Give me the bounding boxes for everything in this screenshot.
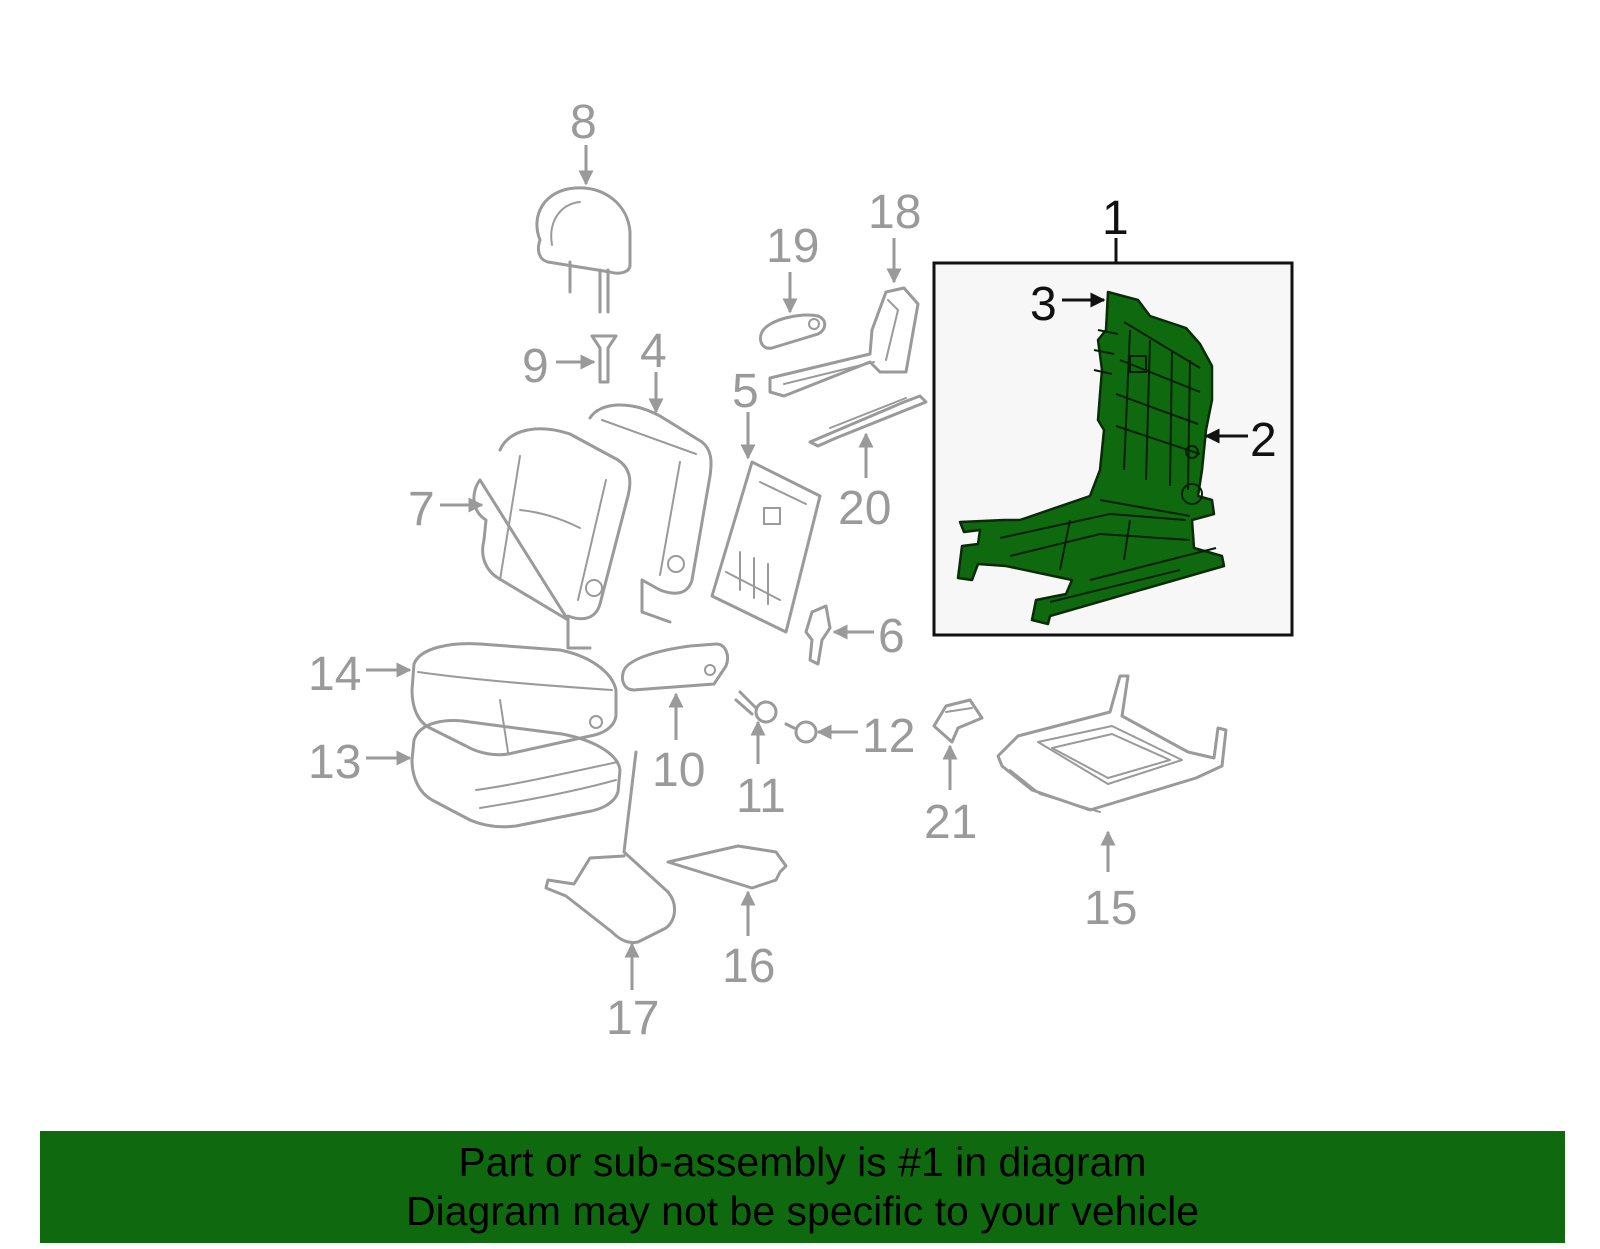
callout-14: 14 bbox=[308, 648, 361, 701]
callout-10: 10 bbox=[652, 744, 705, 797]
callout-16: 16 bbox=[722, 940, 775, 993]
part-16-pan[interactable] bbox=[666, 844, 788, 890]
callout-17: 17 bbox=[606, 992, 659, 1045]
part-11-bolt[interactable] bbox=[734, 690, 778, 724]
callout-4: 4 bbox=[640, 325, 667, 378]
part-15-cushion-frame[interactable] bbox=[996, 674, 1228, 813]
info-banner: Part or sub-assembly is #1 in diagram Di… bbox=[40, 1131, 1565, 1243]
callout-1: 1 bbox=[1102, 192, 1129, 245]
callout-15: 15 bbox=[1084, 882, 1137, 935]
part-10-cushion-shield[interactable] bbox=[620, 642, 730, 692]
callout-7: 7 bbox=[408, 483, 435, 536]
callout-19: 19 bbox=[766, 220, 819, 273]
callout-3: 3 bbox=[1030, 278, 1057, 331]
callout-2: 2 bbox=[1250, 414, 1277, 467]
callout-9: 9 bbox=[522, 340, 549, 393]
banner-line-1: Part or sub-assembly is #1 in diagram bbox=[458, 1139, 1147, 1185]
part-7-seatback-cover[interactable] bbox=[472, 427, 632, 650]
callout-12: 12 bbox=[862, 710, 915, 763]
part-6-clip[interactable] bbox=[804, 604, 832, 666]
part-19-cover[interactable] bbox=[758, 313, 827, 350]
callout-11: 11 bbox=[736, 770, 786, 823]
callout-21: 21 bbox=[924, 796, 977, 849]
part-8-headrest[interactable] bbox=[535, 186, 632, 314]
part-18-side-shield[interactable] bbox=[768, 286, 920, 398]
part-14-cushion-cover[interactable] bbox=[410, 642, 618, 757]
part-21-bracket[interactable] bbox=[932, 698, 984, 744]
callout-18: 18 bbox=[868, 186, 921, 239]
part-5-seatback-board[interactable] bbox=[710, 460, 822, 634]
callout-13: 13 bbox=[308, 736, 361, 789]
part-1-seat-frame[interactable] bbox=[956, 290, 1226, 626]
part-4-seatback-pad[interactable] bbox=[588, 403, 713, 624]
part-20-trim-strip[interactable] bbox=[808, 394, 928, 448]
part-9-guide[interactable] bbox=[590, 334, 618, 384]
callout-5: 5 bbox=[732, 365, 759, 418]
part-17-wire[interactable] bbox=[544, 750, 676, 944]
part-12-clip[interactable] bbox=[784, 720, 818, 744]
callout-8: 8 bbox=[570, 96, 597, 149]
banner-line-2: Diagram may not be specific to your vehi… bbox=[405, 1188, 1199, 1234]
part-13-cushion-pad[interactable] bbox=[410, 719, 622, 829]
callout-6: 6 bbox=[878, 610, 905, 663]
callout-20: 20 bbox=[838, 482, 891, 535]
